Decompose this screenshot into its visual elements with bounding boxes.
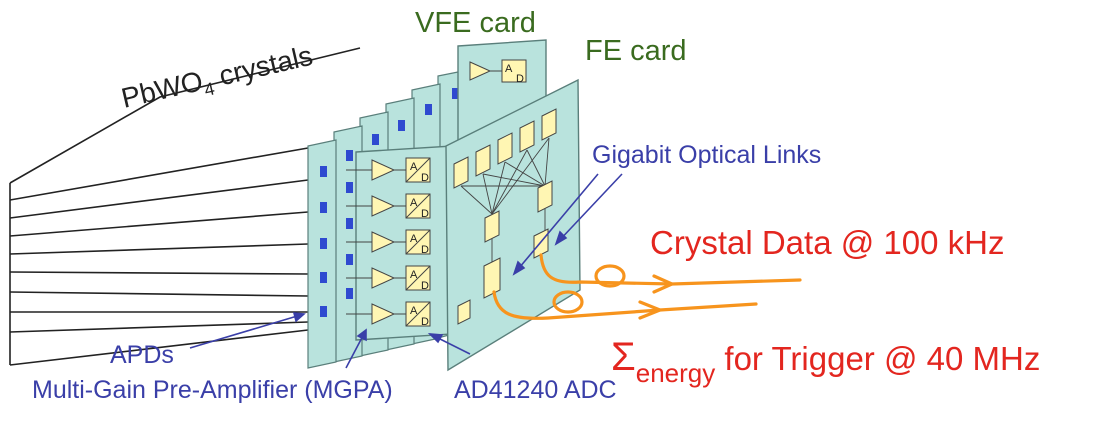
adc-letter-a: A xyxy=(410,305,418,317)
pre-amplifier-icon xyxy=(371,231,396,253)
pre-amplifier-icon xyxy=(371,159,396,181)
adc-letter-d: D xyxy=(421,244,429,256)
crystal-data-label: Crystal Data @ 100 kHz xyxy=(650,224,1004,261)
adc-letter-d: D xyxy=(516,73,524,85)
fiber-loop-icon xyxy=(594,264,626,288)
adc-letter-a: A xyxy=(410,161,418,173)
fe-card-label: FE card xyxy=(585,35,687,67)
crystals-label: PbWO4 crystals xyxy=(118,40,316,119)
energy-subscript: energy xyxy=(636,358,716,388)
fe-interconnect xyxy=(460,137,550,262)
adc-letter-a: A xyxy=(505,63,513,75)
pre-amplifier-icon xyxy=(469,61,492,81)
fe-card-panel xyxy=(445,78,581,372)
arrow-trigger xyxy=(638,300,665,320)
adc-letters: AD AD AD AD AD AD xyxy=(410,63,524,328)
pbwo4-crystals xyxy=(9,47,361,366)
fe-chips-top xyxy=(453,108,557,189)
adc-letter-a: A xyxy=(410,269,418,281)
crystals-label-sub: 4 xyxy=(202,78,216,100)
arrow-crystal-data xyxy=(652,274,676,294)
fiber-loop-icon xyxy=(552,290,584,314)
optical-link-chip-icon xyxy=(457,299,471,325)
optical-links-label: Gigabit Optical Links xyxy=(592,141,821,169)
adc-letter-a: A xyxy=(410,233,418,245)
crystals-label-main: PbWO xyxy=(118,65,205,114)
apd-icon-back xyxy=(320,88,459,317)
pre-amplifier-icon xyxy=(371,195,396,217)
adc-letter-d: D xyxy=(421,316,429,328)
trigger-text: for Trigger @ 40 MHz xyxy=(715,340,1040,377)
pre-amplifier-icon xyxy=(371,267,396,289)
sigma-symbol: Σ xyxy=(611,335,636,379)
pointer-arrows xyxy=(189,173,623,369)
mgpa-label: Multi-Gain Pre-Amplifier (MGPA) xyxy=(32,376,393,404)
fiber-trigger xyxy=(492,290,758,320)
optical-fibers xyxy=(492,253,802,320)
fe-chips-mid xyxy=(457,180,553,325)
vfe-card-front: AD AD AD AD AD AD xyxy=(346,63,524,341)
adc-letter-a: A xyxy=(410,197,418,209)
adc-letter-d: D xyxy=(421,280,429,292)
trigger-label: Σenergy for Trigger @ 40 MHz xyxy=(611,335,1040,388)
crystals-label-rest: crystals xyxy=(208,40,315,93)
adc-label: AD41240 ADC xyxy=(454,376,617,404)
fiber-crystal-data xyxy=(539,253,802,286)
adc-letter-d: D xyxy=(421,208,429,220)
pre-amplifier-icon xyxy=(371,303,396,325)
vfe-card-label: VFE card xyxy=(415,7,536,39)
amp-adc-rows xyxy=(346,157,431,327)
adc-letter-d: D xyxy=(421,172,429,184)
apds-label: APDs xyxy=(110,341,174,369)
